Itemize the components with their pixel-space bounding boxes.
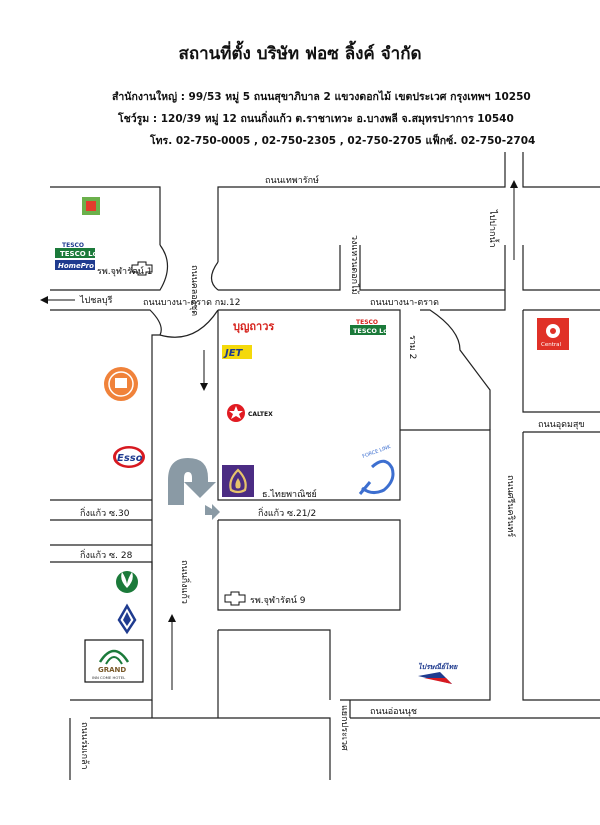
tesco-lotus-mid-text: TESCO Lotus bbox=[353, 327, 399, 335]
boonthavorn-logo: บุญถาวร bbox=[233, 320, 274, 334]
phone-fax: โทร. 02-750-0005 , 02-750-2305 , 02-750-… bbox=[150, 135, 536, 147]
road-edge bbox=[90, 717, 331, 780]
road-label-yaek-prawet: แยกประเวศ bbox=[339, 705, 349, 751]
force-link-logo: FORCE LINK bbox=[358, 444, 395, 495]
road-edge bbox=[522, 152, 600, 188]
road-edge bbox=[522, 245, 600, 291]
road-edge bbox=[50, 309, 162, 570]
u-turn-arrow-icon bbox=[168, 458, 220, 520]
road-label-wat: วงแหวนดอกไม้ bbox=[349, 235, 360, 295]
road-edge bbox=[217, 519, 401, 611]
caltex-logo: CALTEX bbox=[227, 404, 273, 422]
road-edge bbox=[522, 432, 600, 701]
road-label-kingkaew-21-2: กิ่งแก้ว ซ.21/2 bbox=[258, 506, 316, 519]
road-label-kingkaew-28: กิ่งแก้ว ซ. 28 bbox=[80, 548, 133, 561]
thailand-post-text: ไปรษณีย์ไทย bbox=[418, 662, 458, 671]
place-label-chularat9: รพ.จุฬารัตน์ 9 bbox=[250, 594, 306, 606]
road-label-kingkaew: ถนนกิ่งแก้ว bbox=[179, 560, 192, 604]
road-edge bbox=[217, 152, 506, 262]
grand-inn-logo: GRAND INN COME HOTEL bbox=[84, 639, 144, 683]
road-edge bbox=[522, 310, 600, 413]
central-text: Central bbox=[541, 342, 561, 348]
road-edge bbox=[50, 244, 169, 291]
road-edge bbox=[420, 309, 491, 430]
road-label-to-paknam: ไปปากน้ำ bbox=[487, 209, 500, 248]
scb-logo bbox=[222, 465, 254, 497]
grand-inn-sub-text: INN COME HOTEL bbox=[92, 675, 126, 680]
road-label-kingkaew-30: กิ่งแก้ว ซ.30 bbox=[80, 506, 130, 519]
arrow-to-paknam bbox=[510, 180, 518, 260]
road-edge bbox=[359, 245, 505, 291]
svg-text:TESCO: TESCO bbox=[356, 319, 378, 326]
road-edge bbox=[218, 629, 331, 700]
road-edge bbox=[440, 245, 506, 311]
road-label-onnut: ถนนอ่อนนุช bbox=[370, 707, 417, 717]
road-edge bbox=[50, 186, 161, 245]
force-link-text: FORCE LINK bbox=[362, 444, 393, 460]
tesco-lotus-left-text: TESCO Lotus bbox=[60, 250, 110, 258]
arrow-down bbox=[200, 350, 208, 391]
road-edge bbox=[340, 429, 491, 701]
road-label-thepharak: ถนนเทพารักษ์ bbox=[265, 174, 319, 186]
boonthavorn-text: บุญถาวร bbox=[233, 320, 274, 334]
homepro-text: HomePro bbox=[58, 262, 94, 270]
road-edge bbox=[210, 261, 219, 291]
central-logo: Central bbox=[537, 318, 569, 350]
jet-text: JET bbox=[223, 348, 244, 359]
place-label-scb: ธ.ไทยพาณิชย์ bbox=[262, 488, 317, 500]
homepro-logo: HomePro bbox=[55, 260, 95, 270]
page-title: สถานที่ตั้ง บริษัท ฟอซ ลิ้งค์ จำกัด bbox=[178, 44, 422, 64]
place-label-chularat1: รพ.จุฬารัตน์ 1 bbox=[97, 265, 153, 277]
arrow-up bbox=[168, 614, 176, 690]
jet-logo: JET bbox=[222, 345, 252, 359]
hospital-icon bbox=[131, 261, 153, 276]
road-label-romklao: ถนนร่มเกล้า bbox=[79, 722, 90, 770]
tesco-lotus-logo-mid: TESCO TESCO Lotus bbox=[350, 319, 399, 335]
road-label-udomsuk: ถนนอุดมสุข bbox=[538, 420, 585, 430]
road-label-bangna-trat: ถนนบางนา-ตราด bbox=[370, 298, 439, 308]
showroom-address: โชว์รูม : 120/39 หมู่ 12 ถนนกิ่งแก้ว ต.ร… bbox=[118, 113, 514, 125]
tesco-lotus-logo-left: TESCO TESCO Lotus bbox=[55, 241, 110, 258]
road-edge bbox=[218, 309, 401, 430]
esso-text: Esso bbox=[117, 453, 143, 464]
svg-text:TESCO: TESCO bbox=[62, 242, 84, 249]
hospital-icon bbox=[224, 591, 246, 606]
caltex-text: CALTEX bbox=[248, 411, 273, 418]
road-label-rama2: ราม 2 bbox=[407, 335, 417, 359]
road-edge bbox=[217, 310, 401, 501]
esso-logo: Esso bbox=[113, 446, 145, 468]
road-label-bangna-trat-km12: ถนนบางนา-ตราด กม.12 bbox=[143, 298, 241, 308]
seal-logo bbox=[104, 367, 138, 401]
thailand-post-logo: ไปรษณีย์ไทย bbox=[418, 662, 458, 684]
kasikorn-bank-logo bbox=[116, 571, 138, 593]
road-label-khlong-chuat: ถนนคลองชุด bbox=[189, 265, 199, 316]
road-label-srinakarin: ถนนศรีนครินทร์ bbox=[505, 475, 517, 537]
grand-inn-text: GRAND bbox=[98, 666, 126, 674]
road-edge bbox=[50, 561, 153, 701]
head-office-address: สำนักงานใหญ่ : 99/53 หมู่ 5 ถนนสุขาภิบาล… bbox=[112, 91, 531, 103]
road-label-to-chonburi: ไปชลบุรี bbox=[79, 295, 113, 306]
road-edge bbox=[159, 309, 219, 338]
arrow-to-chonburi bbox=[40, 296, 75, 304]
bangkok-bank-logo bbox=[117, 603, 137, 635]
convenience-store-logo bbox=[82, 197, 100, 215]
road-edge bbox=[218, 245, 341, 291]
